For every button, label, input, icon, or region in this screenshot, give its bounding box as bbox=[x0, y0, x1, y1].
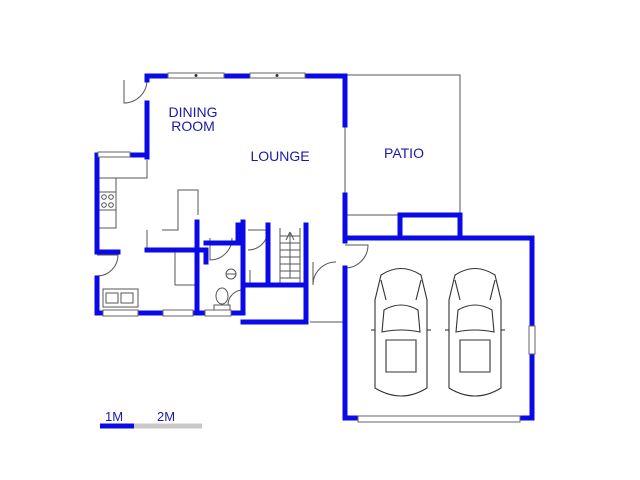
lounge-label: LOUNGE bbox=[250, 148, 309, 164]
scale-label-1m: 1M bbox=[105, 409, 123, 424]
walls bbox=[94, 73, 535, 421]
dining-room-label-line2: ROOM bbox=[171, 118, 215, 134]
scale-bar: 1M 2M bbox=[100, 409, 202, 429]
car-left bbox=[371, 267, 431, 397]
patio-label: PATIO bbox=[384, 145, 424, 161]
dining-room-label-line1: DINING bbox=[169, 104, 218, 120]
scale-label-2m: 2M bbox=[157, 409, 175, 424]
windows bbox=[97, 72, 536, 423]
car-right bbox=[445, 267, 505, 397]
thin-outlines bbox=[97, 74, 461, 323]
door-swings bbox=[96, 79, 369, 306]
